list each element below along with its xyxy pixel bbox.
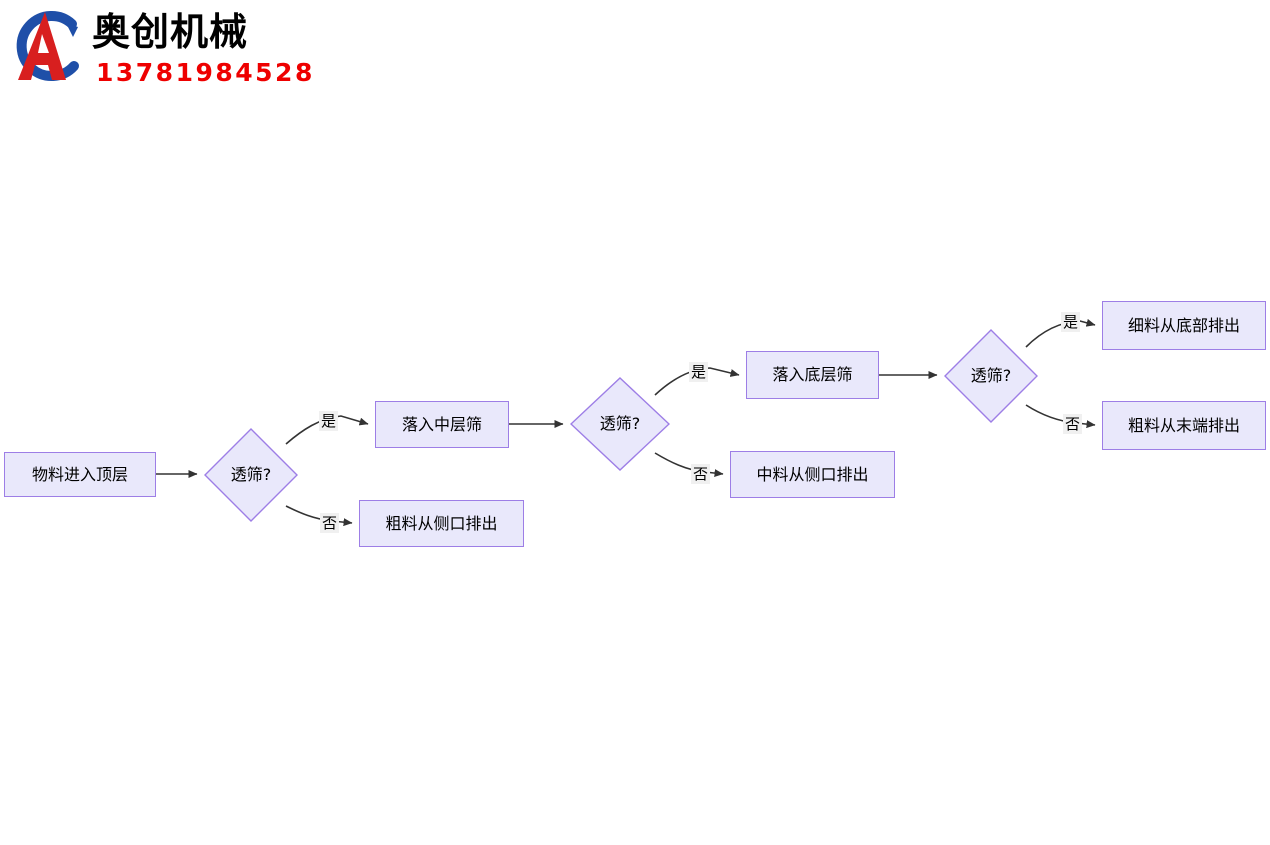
edge-label-decision3-no: 否 — [1063, 414, 1083, 434]
node-medium-from-side-port[interactable]: 中料从侧口排出 — [730, 451, 895, 498]
node-coarse-from-side-port[interactable]: 粗料从侧口排出 — [359, 500, 524, 547]
edge-label-decision1-no: 否 — [320, 513, 340, 533]
node-label: 透筛? — [230, 465, 272, 485]
node-decision-bottom-screen[interactable]: 透筛? — [944, 329, 1038, 423]
node-material-enters-top-layer[interactable]: 物料进入顶层 — [4, 452, 156, 497]
node-decision-top-screen[interactable]: 透筛? — [204, 428, 298, 522]
edge-label-decision1-yes: 是 — [319, 411, 339, 431]
diamond-shape — [944, 329, 1038, 423]
node-coarse-from-end[interactable]: 粗料从末端排出 — [1102, 401, 1266, 450]
branding-header: 奥创机械 13781984528 — [0, 0, 312, 96]
node-decision-middle-screen[interactable]: 透筛? — [570, 377, 670, 471]
node-label: 粗料从末端排出 — [1127, 415, 1240, 435]
node-label: 落入中层筛 — [401, 414, 482, 434]
node-falls-into-bottom-screen[interactable]: 落入底层筛 — [746, 351, 879, 399]
company-phone: 13781984528 — [96, 58, 315, 87]
node-label: 物料进入顶层 — [31, 464, 128, 484]
node-fine-from-bottom[interactable]: 细料从底部排出 — [1102, 301, 1266, 350]
diamond-shape — [570, 377, 670, 471]
node-label: 透筛? — [970, 366, 1012, 386]
node-label: 中料从侧口排出 — [756, 464, 869, 484]
node-label: 落入底层筛 — [772, 365, 853, 385]
node-label: 粗料从侧口排出 — [385, 513, 498, 533]
diamond-shape — [204, 428, 298, 522]
company-name: 奥创机械 — [92, 10, 249, 54]
node-falls-into-middle-screen[interactable]: 落入中层筛 — [375, 401, 509, 448]
edge-label-decision2-yes: 是 — [689, 362, 709, 382]
aochuang-a-c-monogram-icon — [4, 4, 88, 88]
node-label: 透筛? — [599, 414, 641, 434]
node-label: 细料从底部排出 — [1127, 315, 1240, 335]
edge-label-decision3-yes: 是 — [1061, 312, 1081, 332]
edge-label-decision2-no: 否 — [691, 464, 711, 484]
